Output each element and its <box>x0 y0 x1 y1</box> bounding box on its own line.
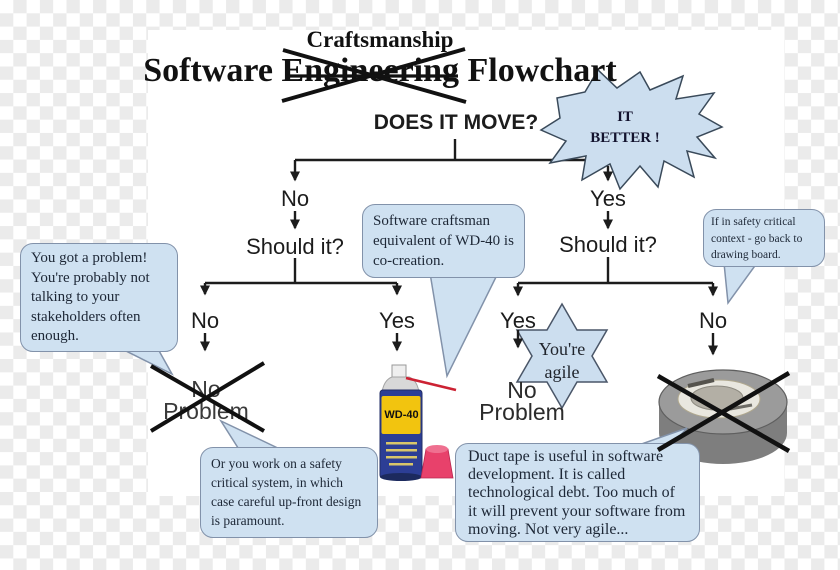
right-no-problem-line2: Problem <box>479 399 565 425</box>
starburst-line1: IT <box>617 109 633 125</box>
safety-context-speech-bubble: If in safety critical context - go back … <box>703 209 825 267</box>
left-no-problem-line2: Problem <box>163 398 249 424</box>
root-question: DOES IT MOVE? <box>373 111 539 134</box>
left-no-problem-line1: No <box>191 376 221 402</box>
left-yes-label: Yes <box>379 308 415 333</box>
title-replacement-word: Craftsmanship <box>306 27 454 52</box>
cocreation-speech-bubble: Software craftsman equivalent of WD-40 i… <box>362 204 525 278</box>
right-question: Should it? <box>559 232 657 257</box>
agile-star-line1: You're <box>538 339 586 359</box>
left-no-label: No <box>190 308 220 333</box>
safety-system-speech-bubble: Or you work on a safety critical system,… <box>200 447 378 538</box>
right-no-problem: No Problem <box>457 377 587 425</box>
agile-star-line2: agile <box>544 362 580 382</box>
right-yes-label: Yes <box>500 308 536 333</box>
starburst-line2: BETTER ! <box>590 130 660 146</box>
title-struck-word: Engineering <box>281 52 460 89</box>
title-suffix: Flowchart <box>467 52 617 89</box>
wd40-can-label: WD-40 <box>384 409 419 421</box>
left-no-problem: No Problem <box>141 376 271 424</box>
it-better-starburst-text: IT BETTER ! <box>560 107 690 149</box>
wd40-can-graphic <box>379 364 457 481</box>
title-prefix: Software <box>143 52 273 89</box>
left-branch-label: No <box>280 186 310 211</box>
connector-lines <box>200 160 718 356</box>
right-branch-label: Yes <box>590 186 626 211</box>
right-no-label: No <box>698 308 728 333</box>
left-question: Should it? <box>246 234 344 259</box>
agile-star-text: You're agile <box>512 338 612 384</box>
page-title: Software Engineering Flowchart <box>135 52 625 90</box>
stakeholders-speech-bubble: You got a problem! You're probably not t… <box>20 243 178 352</box>
it-better-starburst-shape <box>539 68 724 191</box>
right-no-problem-line1: No <box>507 377 537 403</box>
duct-tape-speech-bubble: Duct tape is useful in software developm… <box>455 443 700 542</box>
